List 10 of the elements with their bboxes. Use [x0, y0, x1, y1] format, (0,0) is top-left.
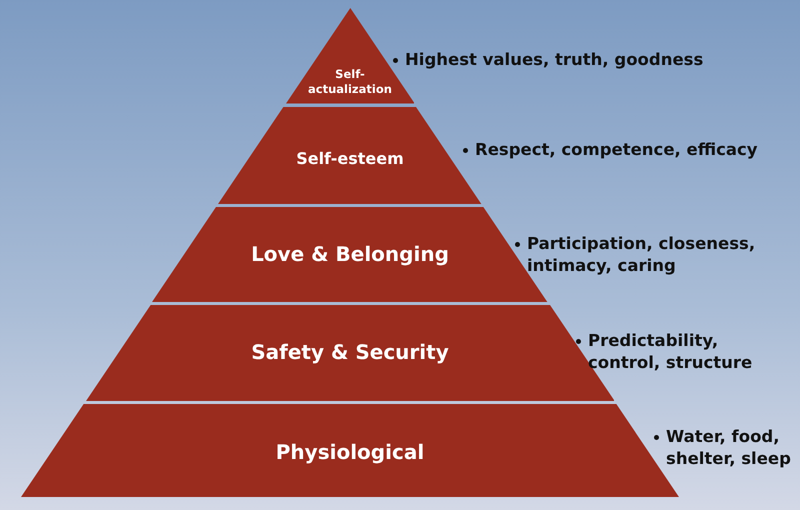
- description-text: Predictability, control, structure: [588, 330, 754, 374]
- description-text: Highest values, truth, goodness: [405, 49, 704, 71]
- level-label: Love & Belonging: [250, 242, 450, 266]
- level-label: Physiological: [274, 440, 426, 464]
- level-label: Safety & Security: [250, 340, 450, 364]
- level-label: Self-esteem: [295, 148, 405, 168]
- description-text: Water, food, shelter, sleep: [666, 426, 792, 470]
- description-text: Respect, competence, efficacy: [475, 139, 758, 161]
- level-label: Self-actualization: [307, 67, 393, 97]
- description-text: Participation, closeness, intimacy, caring: [527, 233, 756, 277]
